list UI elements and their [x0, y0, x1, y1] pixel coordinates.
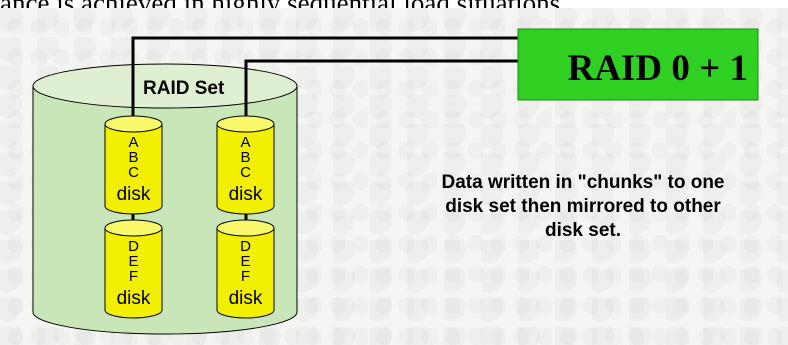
disk-letter: B [240, 149, 250, 166]
disk-letter: E [128, 253, 138, 270]
disk-letter: B [128, 149, 138, 166]
raid-set-label: RAID Set [143, 78, 225, 99]
description-text: Data written in "chunks" to one disk set… [380, 171, 786, 243]
disk-letter: E [240, 253, 250, 270]
disk-letter: D [128, 238, 139, 255]
disk-letter: A [240, 134, 250, 151]
cable-left [131, 36, 540, 124]
description-line: disk set. [544, 220, 622, 241]
disk-letter: C [128, 164, 139, 181]
disk-letter: F [129, 268, 138, 285]
disk-label: disk [229, 184, 263, 205]
description-line: Data written in "chunks" to one [441, 172, 725, 193]
disk-letter: C [240, 164, 251, 181]
disk-letter: A [128, 134, 138, 151]
cable-right [244, 59, 540, 124]
disk-letter: F [241, 268, 250, 285]
disk-letter: D [240, 238, 251, 255]
disk-label: disk [117, 184, 151, 205]
disk-label: disk [117, 288, 151, 309]
raid-controller-box [517, 28, 759, 101]
disk-label: disk [229, 288, 263, 309]
description-line: disk set then mirrored to other [445, 196, 721, 217]
raid-level-label: RAID 0 + 1 [567, 48, 748, 89]
controller-cables [131, 36, 540, 124]
